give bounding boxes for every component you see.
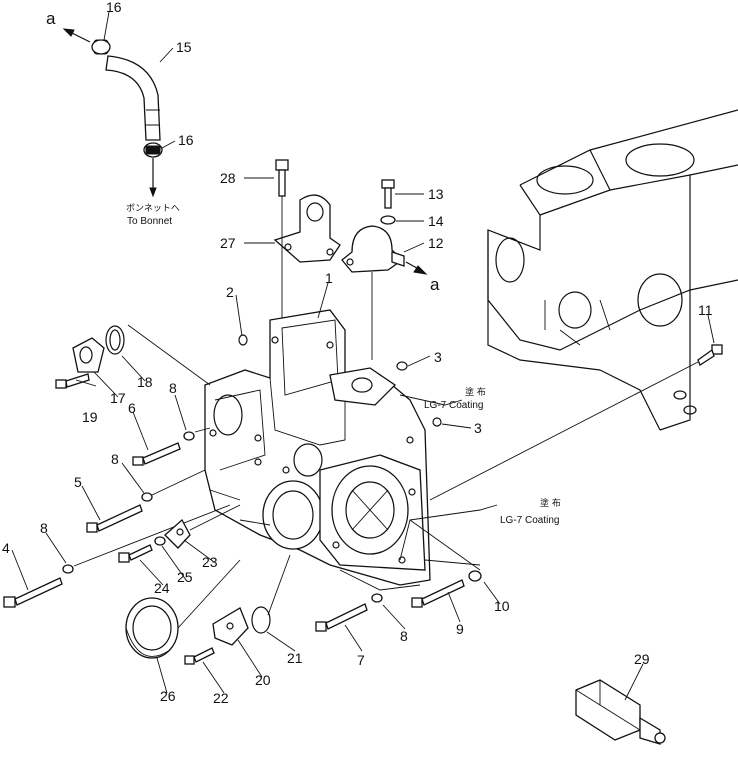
label-25: 25 bbox=[177, 569, 193, 585]
label-16-top: 16 bbox=[106, 0, 122, 15]
label-19: 19 bbox=[82, 409, 98, 425]
label-a-top: a bbox=[46, 9, 56, 28]
bolts-left bbox=[3, 427, 231, 608]
label-18: 18 bbox=[137, 374, 153, 390]
bracket-27 bbox=[273, 159, 341, 330]
coating-jp-1: 塗 布 bbox=[465, 386, 486, 398]
bolt-11 bbox=[429, 344, 723, 501]
coating-jp-2: 塗 布 bbox=[540, 497, 561, 509]
label-5: 5 bbox=[74, 474, 82, 490]
timing-case-1 bbox=[204, 309, 431, 591]
label-21: 21 bbox=[287, 650, 303, 666]
hose-assembly bbox=[62, 28, 163, 198]
label-3-upper: 3 bbox=[434, 349, 442, 365]
label-11: 11 bbox=[698, 302, 713, 318]
label-4: 4 bbox=[2, 540, 10, 556]
tool-29 bbox=[575, 679, 666, 745]
bolt-24-group bbox=[118, 504, 241, 563]
to-bonnet-jp: ボンネットへ bbox=[126, 203, 180, 214]
engine-block bbox=[487, 109, 738, 431]
leader-lines bbox=[11, 11, 715, 701]
label-14: 14 bbox=[428, 213, 444, 229]
label-23: 23 bbox=[202, 554, 218, 570]
coating-en-1: LG-7 Coating bbox=[424, 400, 483, 411]
label-16-bottom: 16 bbox=[178, 132, 194, 148]
label-8-a: 8 bbox=[169, 380, 177, 396]
label-26: 26 bbox=[160, 688, 176, 704]
label-8-d: 8 bbox=[400, 628, 408, 644]
o-rings bbox=[238, 334, 442, 427]
label-24: 24 bbox=[154, 580, 170, 596]
label-22: 22 bbox=[213, 690, 229, 706]
label-a-outlet: a bbox=[430, 275, 440, 294]
callout-labels: a a ボンネットへ To Bonnet 塗 布 LG-7 Coating 塗 … bbox=[2, 0, 713, 706]
label-7: 7 bbox=[357, 652, 365, 668]
label-27: 27 bbox=[220, 235, 236, 251]
front-seal-group bbox=[125, 554, 291, 665]
label-2: 2 bbox=[226, 284, 234, 300]
label-1: 1 bbox=[325, 270, 333, 286]
label-13: 13 bbox=[428, 186, 444, 202]
label-12: 12 bbox=[428, 235, 444, 251]
cover-17 bbox=[55, 324, 211, 389]
label-6: 6 bbox=[128, 400, 136, 416]
label-8-b: 8 bbox=[111, 451, 119, 467]
label-9: 9 bbox=[456, 621, 464, 637]
label-17: 17 bbox=[110, 390, 126, 406]
label-8-c: 8 bbox=[40, 520, 48, 536]
label-20: 20 bbox=[255, 672, 271, 688]
label-15: 15 bbox=[176, 39, 192, 55]
label-29: 29 bbox=[634, 651, 650, 667]
water-outlet-12 bbox=[341, 179, 428, 360]
coating-en-2: LG-7 Coating bbox=[500, 515, 559, 526]
label-3-lower: 3 bbox=[474, 420, 482, 436]
label-28: 28 bbox=[220, 170, 236, 186]
to-bonnet-en: To Bonnet bbox=[127, 216, 172, 227]
label-10: 10 bbox=[494, 598, 510, 614]
